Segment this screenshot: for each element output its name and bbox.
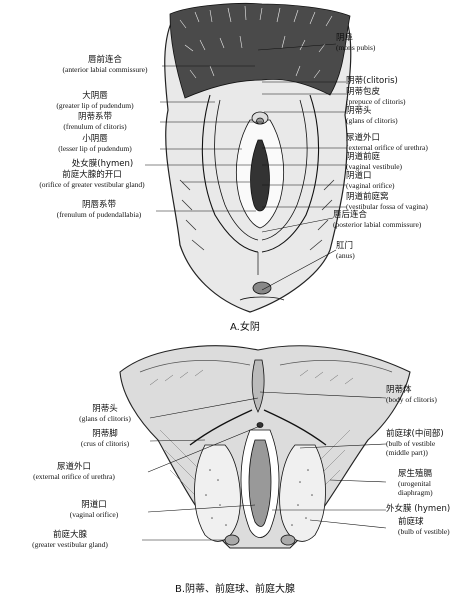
label-frenulum-of-clitoris: 阴蒂系带(frenulum of clitoris) — [63, 112, 127, 132]
label-anus: 肛门(anus) — [336, 241, 355, 261]
label-hymen-b: 外女膜 (hymen) — [386, 504, 451, 514]
panel-b-illustration — [119, 345, 411, 549]
label-hymen-a: 处女膜(hymen) — [71, 159, 134, 169]
label-external-orifice-urethra-b: 尿道外口(external orifice of urethra) — [33, 462, 115, 482]
label-posterior-labial-commissure: 唇后连合(posterior labial commissure) — [333, 210, 422, 230]
label-clitoris: 阴蒂(clitoris) — [346, 76, 398, 86]
label-bulb-of-vestible: 前庭球(bulb of vestible) — [398, 517, 450, 537]
label-lesser-lip: 小阴唇(lesser lip of pudendum) — [58, 134, 132, 154]
panel-a-caption: A.女阴 — [230, 322, 260, 333]
panel-a-illustration — [164, 3, 352, 313]
panel-a-leader-lines — [145, 43, 346, 291]
label-glans-of-clitoris-b: 阴蒂头(glans of clitoris) — [79, 404, 131, 424]
label-glans-of-clitoris-a: 阴蒂头(glans of clitoris) — [346, 106, 398, 126]
label-bulb-of-vestible-middle: 前庭球(中间部)(bulb of vestible(middle part)) — [386, 429, 444, 458]
label-orifice-greater-vestibular-gland: 前庭大腺的开口(orifice of greater vestibular gl… — [39, 170, 145, 190]
label-prepuce-of-clitoris: 阴蒂包皮(prepuce of clitoris) — [346, 87, 406, 107]
panel-b-leader-lines — [142, 391, 387, 541]
label-greater-lip: 大阴唇(greater lip of pudendum) — [56, 91, 134, 111]
label-anterior-labial-commissure: 唇前连合(anterior labial commissure) — [62, 55, 148, 75]
label-vaginal-orifice-a: 阴道口(vaginal orifice) — [346, 171, 395, 191]
label-frenulum-pudendallabia: 阴唇系带(frenulum of pudendallabia) — [56, 200, 142, 220]
label-vaginal-orifice-b: 阴道口(vaginal orifice) — [69, 500, 119, 520]
label-body-of-clitoris: 阴蒂体(body of clitoris) — [386, 385, 437, 405]
label-crus-of-clitoris: 阴蒂脚(crus of clitoris) — [80, 429, 130, 449]
label-external-orifice-urethra-a: 尿道外口(external orifice of urethra) — [346, 133, 428, 153]
label-mons-pubis: 阴阜(mons pubis) — [336, 33, 376, 53]
label-greater-vestibular-gland: 前庭大腺(greater vestibular gland) — [32, 530, 108, 550]
label-vaginal-vestibule: 阴道前庭(vaginal vestibule) — [346, 152, 403, 172]
label-vestibular-fossa: 阴道前庭窝(vestibular fossa of vagina) — [346, 192, 428, 212]
panel-b-caption: B.阴蒂、前庭球、前庭大腺 — [175, 584, 296, 595]
